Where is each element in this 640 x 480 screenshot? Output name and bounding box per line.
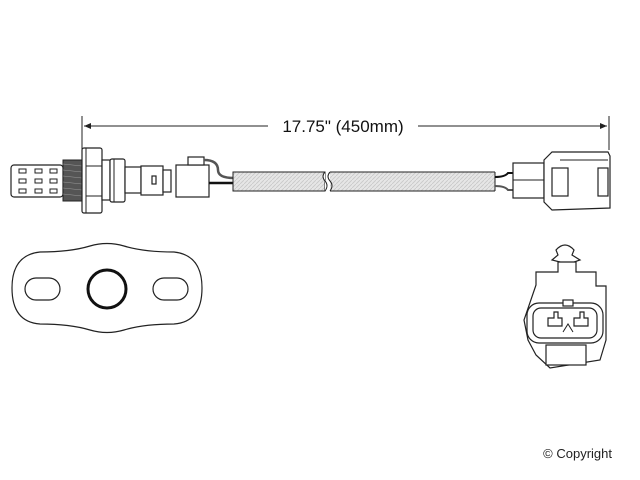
connector-end-view [523,244,607,369]
connector-side [512,151,611,211]
length-label: 17.75" (450mm) [282,117,403,136]
cable [232,171,496,192]
copyright-notice: © Copyright [543,446,612,461]
sensor-body [10,147,210,214]
gasket [11,242,203,334]
length-dimension: 17.75" (450mm) [81,116,610,150]
